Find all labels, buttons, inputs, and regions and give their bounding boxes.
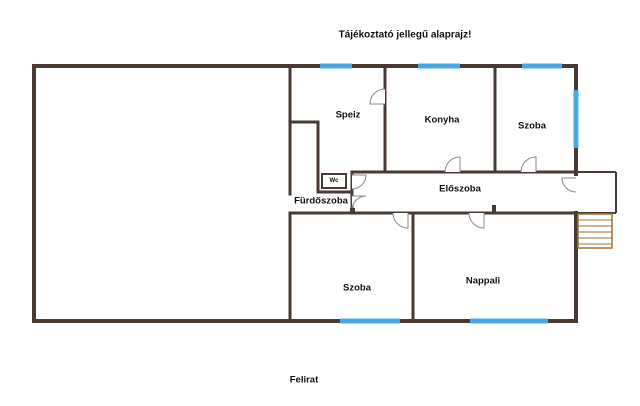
- room-label-speiz: Speiz: [335, 109, 361, 121]
- room-label-furdoszoba: Fürdőszoba: [294, 195, 348, 207]
- plan-caption: Felirat: [289, 374, 319, 386]
- door-swing-icon: [392, 212, 409, 229]
- room-label-eloszoba: Előszoba: [439, 183, 481, 195]
- room-label-szoba-top: Szoba: [518, 120, 546, 132]
- wc-box: [321, 173, 347, 189]
- door-swing-icon: [520, 156, 537, 173]
- room-label-konyha: Konyha: [424, 114, 460, 126]
- entrance-extension: [576, 171, 617, 214]
- interior-walls: [288, 64, 578, 323]
- plan-title: Tájékoztató jellegű alaprajz!: [338, 29, 472, 41]
- stairs-icon: [577, 213, 613, 249]
- doors: [351, 88, 577, 229]
- windows: [320, 63, 579, 324]
- door-swing-icon: [351, 195, 367, 211]
- outer-walls: [32, 64, 578, 323]
- door-swing-icon: [351, 174, 367, 190]
- wall-posts: [350, 205, 496, 214]
- door-swing-icon: [468, 212, 485, 229]
- room-label-nappali: Nappali: [465, 275, 501, 287]
- door-swing-icon: [369, 88, 386, 105]
- room-label-wc: Wc: [329, 178, 339, 184]
- door-swing-icon: [561, 177, 577, 193]
- room-label-szoba-bottom: Szoba: [343, 282, 371, 294]
- door-swing-icon: [444, 156, 461, 173]
